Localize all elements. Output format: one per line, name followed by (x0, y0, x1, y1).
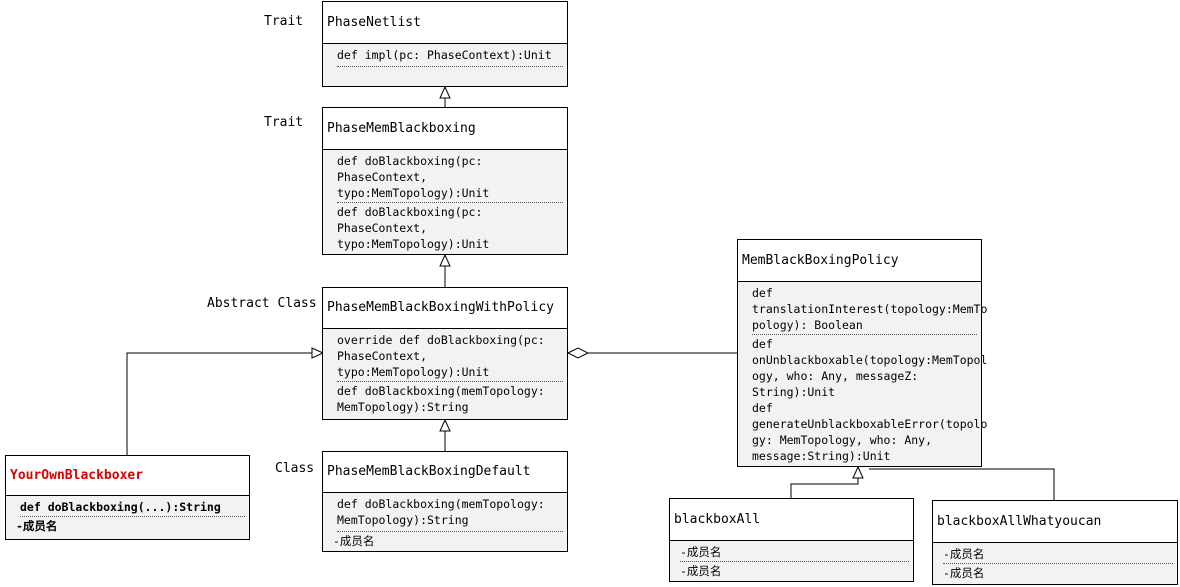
class-mem-blackboxing-policy[interactable]: MemBlackBoxingPolicy def translationInte… (737, 239, 988, 467)
method-text: def translationInterest(topology:MemTo p… (752, 284, 987, 335)
class-methods: override def doBlackboxing(pc: PhaseCont… (323, 329, 567, 419)
attribute-text: -成员名 (680, 564, 722, 578)
class-methods: def translationInterest(topology:MemTo p… (738, 282, 988, 466)
attribute-text: -成员名 (943, 566, 985, 580)
stereotype-label: Trait (264, 14, 304, 29)
inheritance-line-yourown-to-withpolicy (126, 352, 312, 455)
stereotype-label: Trait (264, 115, 304, 130)
class-name: PhaseNetlist (323, 2, 567, 44)
inheritance-line-blackboxall-to-policy (790, 478, 859, 498)
inheritance-arrowhead-blackboxing (439, 253, 451, 267)
class-blackbox-all[interactable]: blackboxAll -成员名 -成员名 (669, 498, 914, 582)
inheritance-arrowhead-withpolicy-bottom (439, 418, 451, 432)
stereotype-label: Class (275, 461, 315, 476)
class-methods: def doBlackboxing(pc: PhaseContext, typo… (323, 150, 567, 254)
class-name: MemBlackBoxingPolicy (738, 240, 981, 282)
class-methods: def doBlackboxing(...):String -成员名 (6, 496, 249, 539)
method-text: def doBlackboxing(memTopology: MemTopolo… (337, 495, 563, 532)
method-text: def doBlackboxing(memTopology: MemTopolo… (337, 384, 545, 414)
class-blackbox-all-whatyoucan[interactable]: blackboxAllWhatyoucan -成员名 -成员名 (932, 500, 1178, 585)
method-text: override def doBlackboxing(pc: PhaseCont… (337, 331, 563, 382)
class-name: PhaseMemBlackBoxingDefault (323, 452, 567, 493)
class-methods: def impl(pc: PhaseContext):Unit (323, 44, 567, 86)
class-methods: def doBlackboxing(memTopology: MemTopolo… (323, 493, 567, 551)
attribute-text: -成员名 (333, 534, 375, 548)
inheritance-arrowhead-policy (852, 465, 864, 479)
class-name: PhaseMemBlackBoxingWithPolicy (323, 288, 567, 329)
aggregation-diamond (566, 347, 590, 359)
method-text: def doBlackboxing(pc: PhaseContext, typo… (337, 205, 490, 251)
class-phase-mem-blackboxing-with-policy[interactable]: PhaseMemBlackBoxingWithPolicy override d… (322, 287, 568, 420)
attribute-text: -成员名 (943, 545, 1173, 564)
method-text: def onUnblackboxable(topology:MemTopol o… (752, 337, 988, 463)
inheritance-arrowhead-withpolicy-left (311, 347, 325, 359)
stereotype-label: Abstract Class (207, 296, 317, 311)
attribute-text: -成员名 (16, 519, 58, 533)
inheritance-arrowhead-netlist (439, 85, 451, 99)
method-text: def doBlackboxing(...):String (20, 498, 245, 517)
class-phase-netlist[interactable]: PhaseNetlist def impl(pc: PhaseContext):… (322, 1, 568, 87)
inheritance-line-whatyoucan-to-policy (869, 468, 1055, 500)
attribute-text: -成员名 (680, 543, 909, 562)
class-name: YourOwnBlackboxer (6, 456, 249, 496)
class-phase-mem-blackboxing-default[interactable]: PhaseMemBlackBoxingDefault def doBlackbo… (322, 451, 568, 552)
class-your-own-blackboxer[interactable]: YourOwnBlackboxer def doBlackboxing(...)… (5, 455, 250, 540)
class-phase-mem-blackboxing[interactable]: PhaseMemBlackboxing def doBlackboxing(pc… (322, 107, 568, 255)
class-attributes: -成员名 -成员名 (670, 541, 913, 581)
class-attributes: -成员名 -成员名 (933, 543, 1177, 584)
method-text: def doBlackboxing(pc: PhaseContext, typo… (337, 152, 563, 203)
class-name: PhaseMemBlackboxing (323, 108, 567, 150)
method-text: def impl(pc: PhaseContext):Unit (337, 46, 563, 67)
class-name: blackboxAllWhatyoucan (933, 501, 1177, 543)
class-name: blackboxAll (670, 499, 913, 541)
